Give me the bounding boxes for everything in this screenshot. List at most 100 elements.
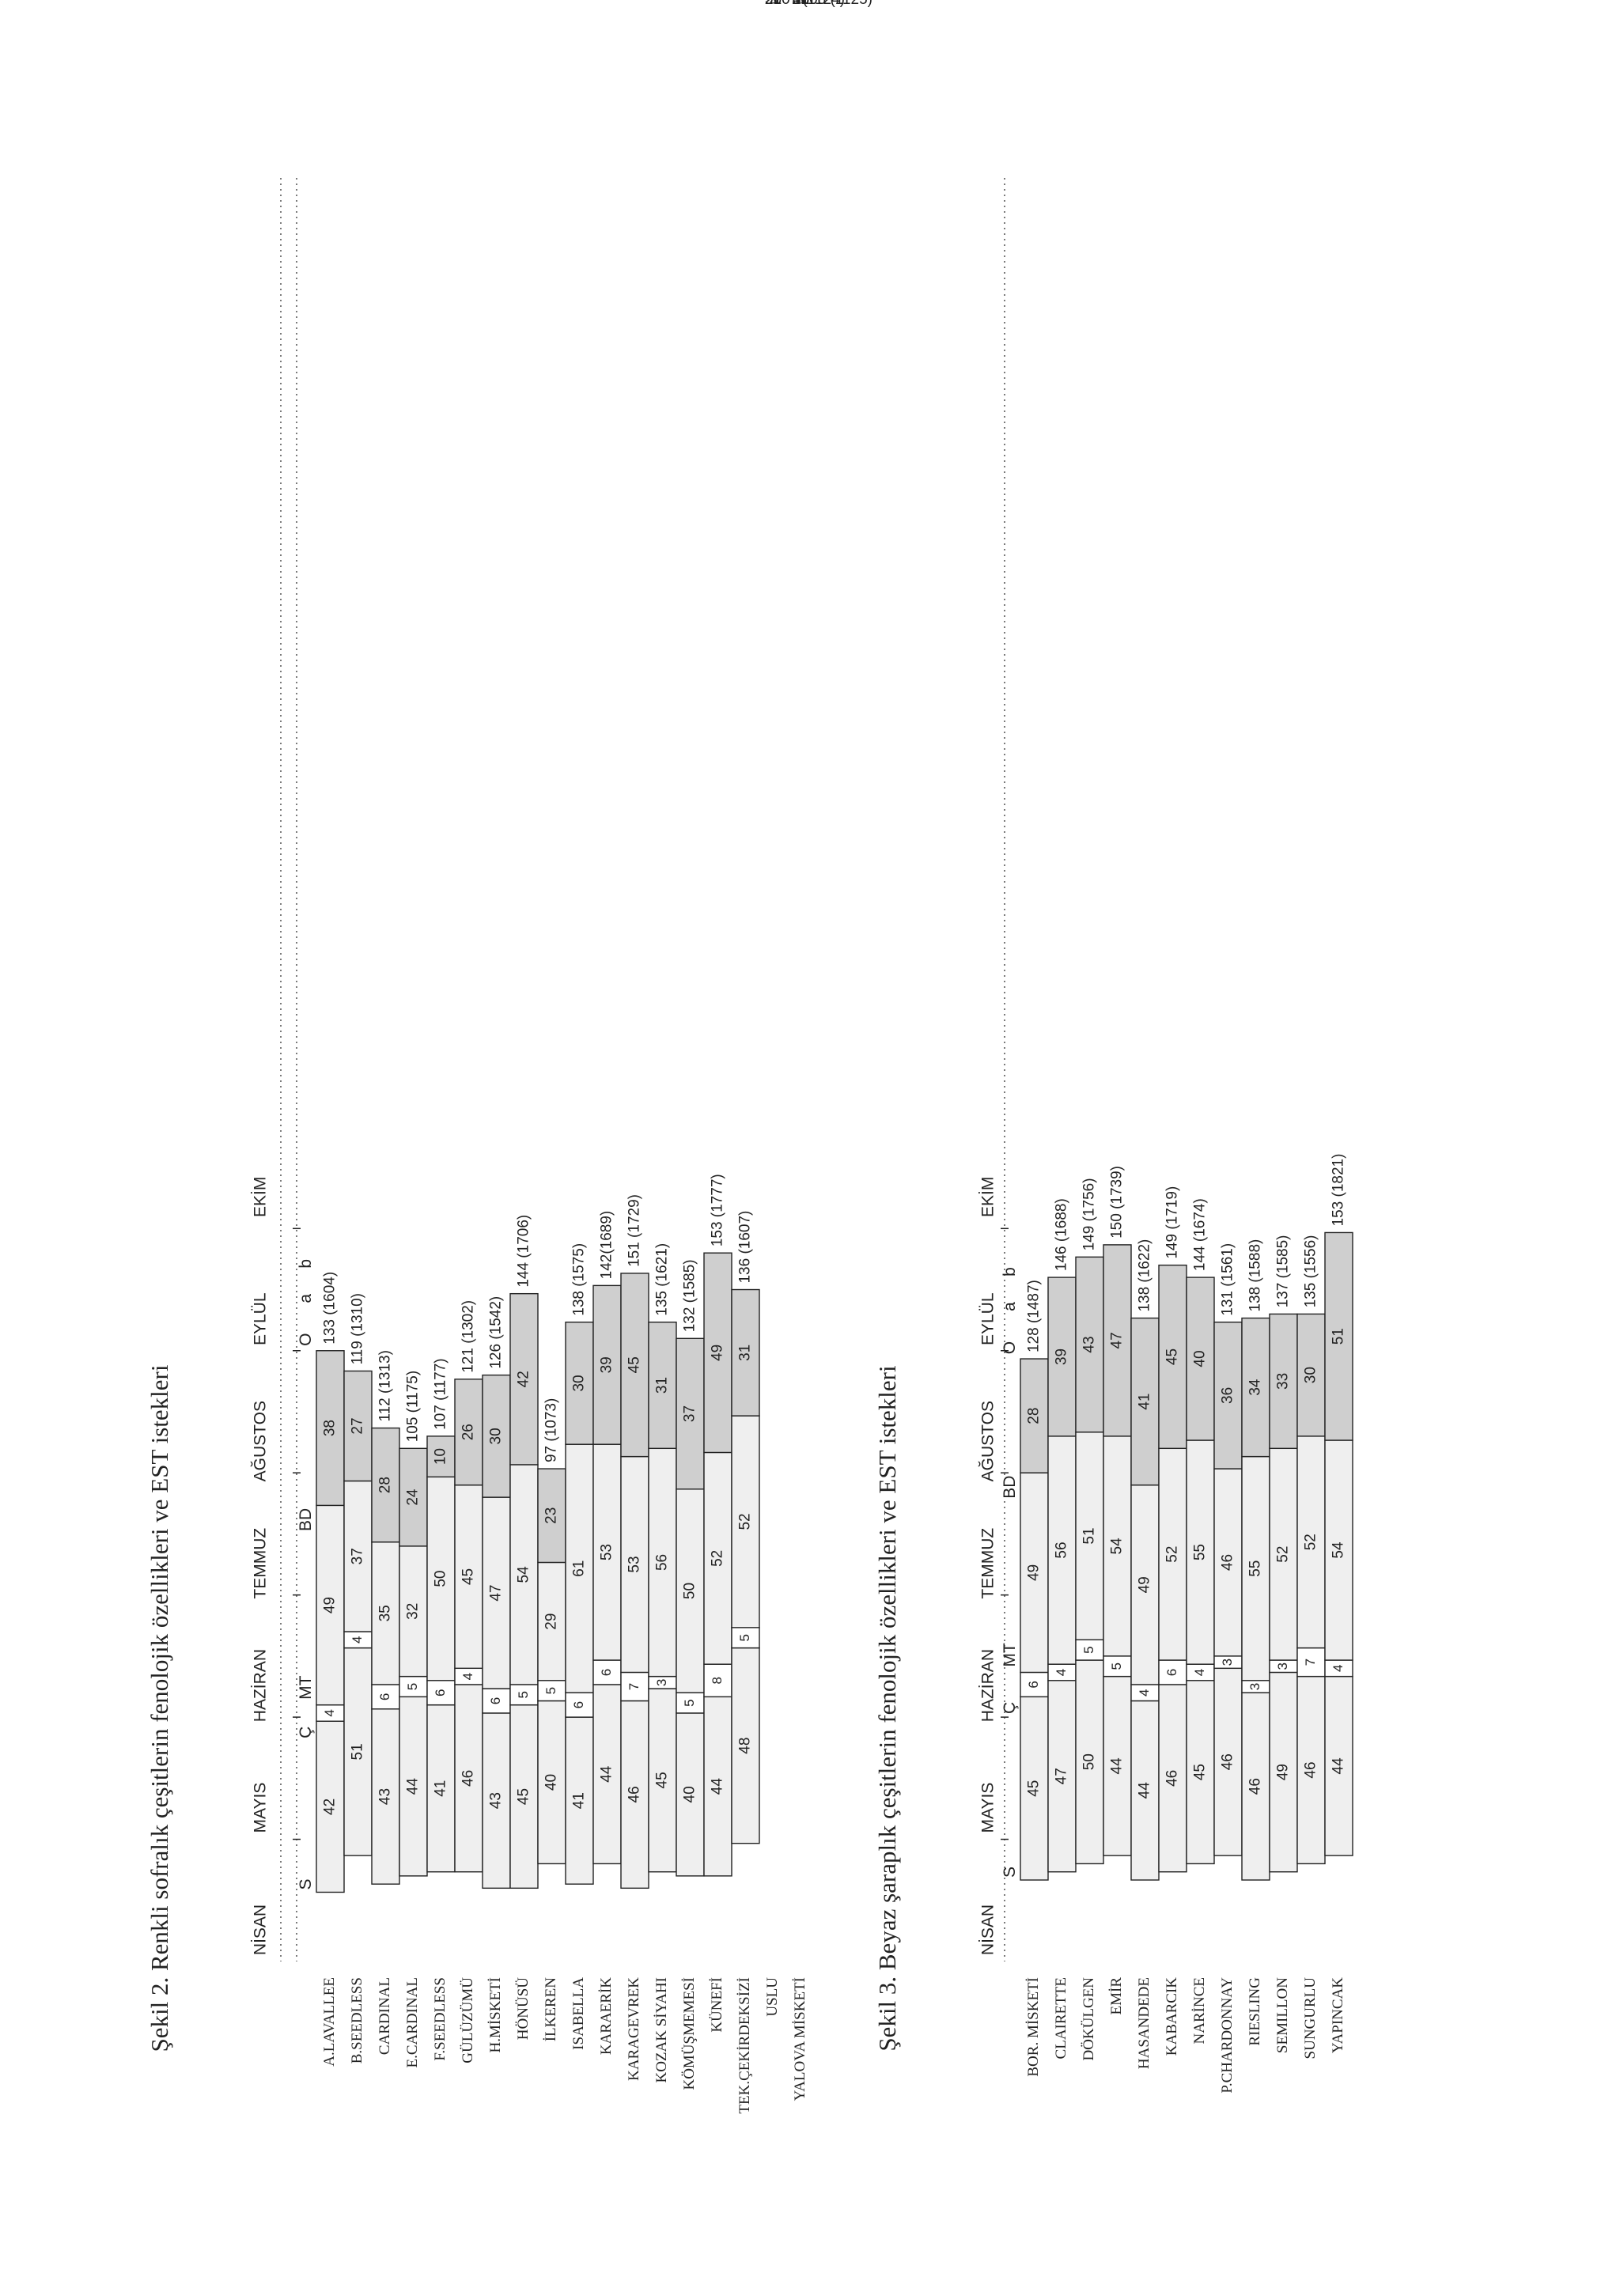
phase-header-c: Ç: [1001, 1702, 1019, 1714]
value-label-bd: 28: [1026, 1408, 1043, 1424]
phase-bar-mt: [1296, 1435, 1326, 1649]
total-label: 144 (1706): [516, 1215, 532, 1288]
value-label-s: 48: [793, 0, 809, 8]
phase-bar-bd: [1213, 1322, 1243, 1470]
value-label-mt: 27: [765, 0, 782, 8]
value-label-s: 44: [1109, 1757, 1126, 1775]
phase-header-mt: MT: [1001, 1643, 1019, 1666]
phase-bar-s: [565, 1716, 594, 1885]
value-label-s: 51: [765, 0, 782, 8]
variety-name: KARAERİK: [598, 1977, 615, 2055]
value-label-bd: 43: [1081, 1336, 1098, 1352]
value-label-bd: 26: [765, 0, 782, 8]
total-label: 153 (1777): [710, 1174, 726, 1246]
phase-bar-mt: [1020, 1472, 1049, 1674]
value-label-s: 49: [1275, 1764, 1292, 1780]
variety-name: SEMILLON: [1274, 1977, 1291, 2053]
value-label-bd: 36: [1220, 1387, 1236, 1404]
total-label: 108 (1125): [801, 0, 873, 8]
phase-bar-bd: [454, 1379, 483, 1486]
variety-name: İLKEREN: [543, 1977, 559, 2042]
phase-header-o: O: [297, 1333, 315, 1346]
value-label-c: 7: [1303, 1659, 1318, 1666]
total-label: 133 (1604): [322, 1272, 339, 1345]
total-label: 119 (1310): [350, 1293, 366, 1365]
phase-bar-mt: [1075, 1432, 1104, 1640]
total-label: 105 (1175): [405, 1371, 422, 1443]
phase-header-b: b: [1001, 1267, 1019, 1277]
phase-bar-bd: [1075, 1256, 1104, 1433]
phase-bar-s: [454, 1684, 483, 1873]
value-label-bd: 27: [350, 1417, 366, 1434]
value-label-bd: 40: [1192, 1350, 1209, 1367]
value-label-mt: 52: [1275, 1546, 1292, 1563]
value-label-mt: 50: [682, 1583, 698, 1599]
phase-bar-mt: [1269, 1447, 1298, 1661]
value-label-s: 40: [543, 1774, 560, 1791]
variety-name: RIESLING: [1247, 1977, 1263, 2046]
phase-bar-s: [592, 1684, 622, 1865]
total-label: 151 (1729): [626, 1194, 643, 1267]
total-label: 126 (1542): [488, 1296, 505, 1369]
value-label-bd: 41: [1137, 1394, 1153, 1410]
phase-bar-bd: [537, 1468, 566, 1564]
total-label: 144 (1674): [1192, 1198, 1209, 1271]
value-label-s: 43: [488, 1792, 505, 1809]
value-label-c: 4: [1330, 1665, 1346, 1672]
phase-bar-s: [399, 1696, 428, 1877]
value-label-s: 44: [1137, 1782, 1153, 1799]
figure-caption: Şekil 3. Beyaz şaraplık çeşitlerin fenol…: [873, 1365, 901, 2052]
value-label-mt: 49: [322, 1597, 339, 1613]
value-label-c: 5: [1081, 1646, 1096, 1653]
phase-bar-s: [1213, 1667, 1243, 1856]
value-label-c: 8: [710, 1677, 725, 1684]
phase-bar-mt: [648, 1447, 677, 1678]
phase-bar-s: [1020, 1696, 1049, 1881]
value-label-c: 6: [797, 0, 804, 6]
value-label-bd: 49: [710, 1345, 726, 1361]
month-label: TEMMUZ: [252, 1528, 270, 1599]
value-label-bd: 51: [1330, 1328, 1347, 1345]
value-label-mt: 52: [737, 1513, 754, 1530]
variety-name: TEK.ÇEKİRDEKSİZİ: [736, 1977, 753, 2114]
variety-name: H.MİSKETİ: [487, 1977, 504, 2053]
value-label-mt: 52: [1164, 1546, 1181, 1563]
variety-name: A.LAVALLEE: [321, 1977, 338, 2067]
value-label-bd: 45: [626, 1356, 643, 1373]
variety-name: SUNGURLU: [1302, 1977, 1319, 2060]
variety-name: B.SEEDLESS: [349, 1977, 365, 2063]
variety-name: KOZAK SİYAHI: [653, 1977, 670, 2083]
value-label-s: 46: [626, 1786, 643, 1802]
phase-bar-mt: [371, 1541, 400, 1685]
phase-bar-mt: [592, 1443, 622, 1661]
value-label-mt: 54: [1109, 1538, 1126, 1555]
value-label-mt: 55: [1247, 1560, 1264, 1577]
phase-bar-s: [371, 1708, 400, 1885]
value-label-mt: 53: [599, 1544, 615, 1560]
month-label: AĞUSTOS: [252, 1401, 270, 1481]
value-label-mt: 45: [460, 1568, 477, 1585]
month-label: EYLÜL: [252, 1292, 270, 1345]
value-label-s: 50: [1081, 1753, 1098, 1770]
total-label: 149 (1719): [1164, 1186, 1181, 1259]
phase-header-mt: MT: [297, 1675, 315, 1699]
variety-name: USLU: [764, 1977, 781, 2017]
value-label-c: 3: [654, 1679, 669, 1686]
variety-name: YALOVA MİSKETİ: [792, 1977, 808, 2101]
value-label-bd: 34: [1247, 1379, 1264, 1396]
variety-name: KÜNEFİ: [709, 1977, 725, 2033]
value-label-s: 43: [377, 1788, 394, 1805]
phase-bar-bd: [1269, 1313, 1298, 1450]
phase-bar-mt: [1324, 1439, 1353, 1661]
total-label: 112 (1313): [377, 1350, 394, 1422]
phase-header-bd: BD: [297, 1508, 315, 1531]
value-label-c: 5: [682, 1699, 697, 1706]
month-label: EYLÜL: [979, 1292, 997, 1345]
value-label-c: 4: [322, 1709, 337, 1716]
value-label-s: 47: [1054, 1768, 1070, 1784]
variety-name: YAPINCAK: [1330, 1977, 1346, 2053]
phase-bar-c: [676, 1692, 705, 1714]
total-label: 135 (1556): [1303, 1235, 1319, 1308]
